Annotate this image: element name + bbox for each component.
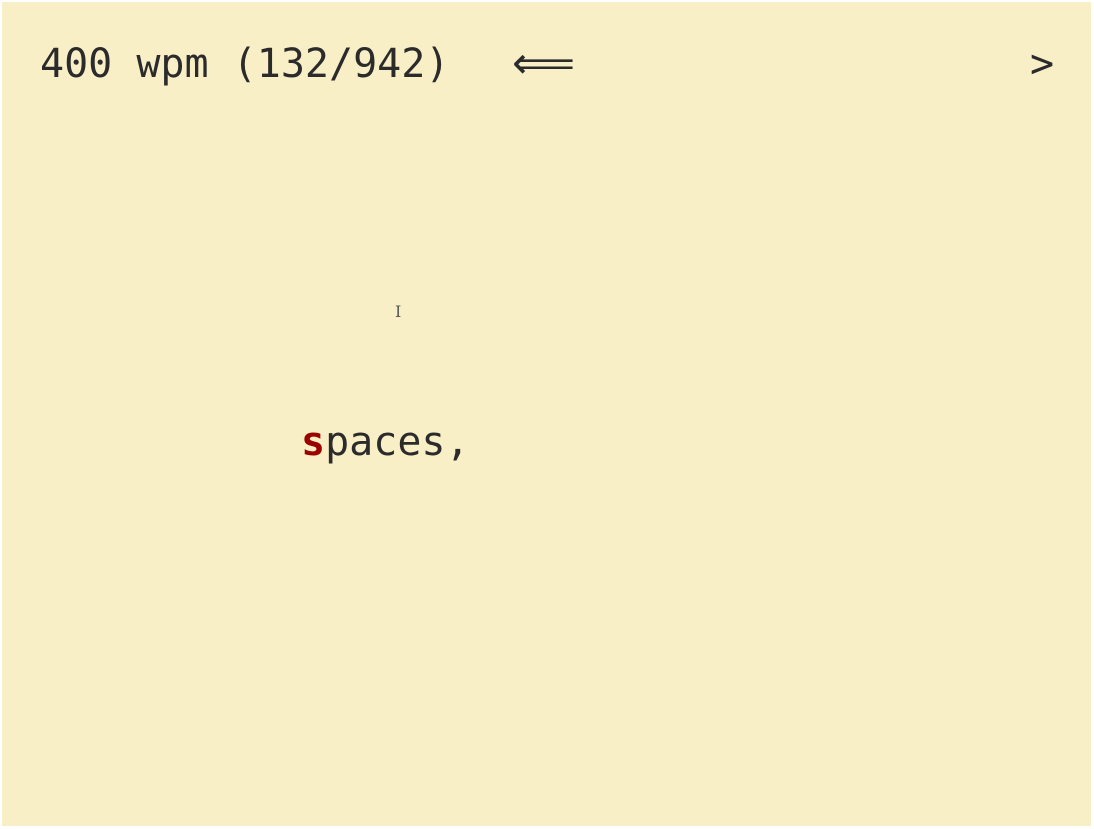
word-remainder: paces, bbox=[325, 419, 470, 465]
focus-letter: s bbox=[301, 419, 326, 465]
text-cursor-icon: I bbox=[395, 302, 402, 321]
speed-progress-status: 400 wpm (132/942) bbox=[40, 41, 450, 87]
current-word: spaces, bbox=[301, 416, 470, 468]
back-arrow-icon[interactable]: ⟸ bbox=[512, 38, 576, 89]
next-button[interactable]: > bbox=[1030, 41, 1055, 87]
